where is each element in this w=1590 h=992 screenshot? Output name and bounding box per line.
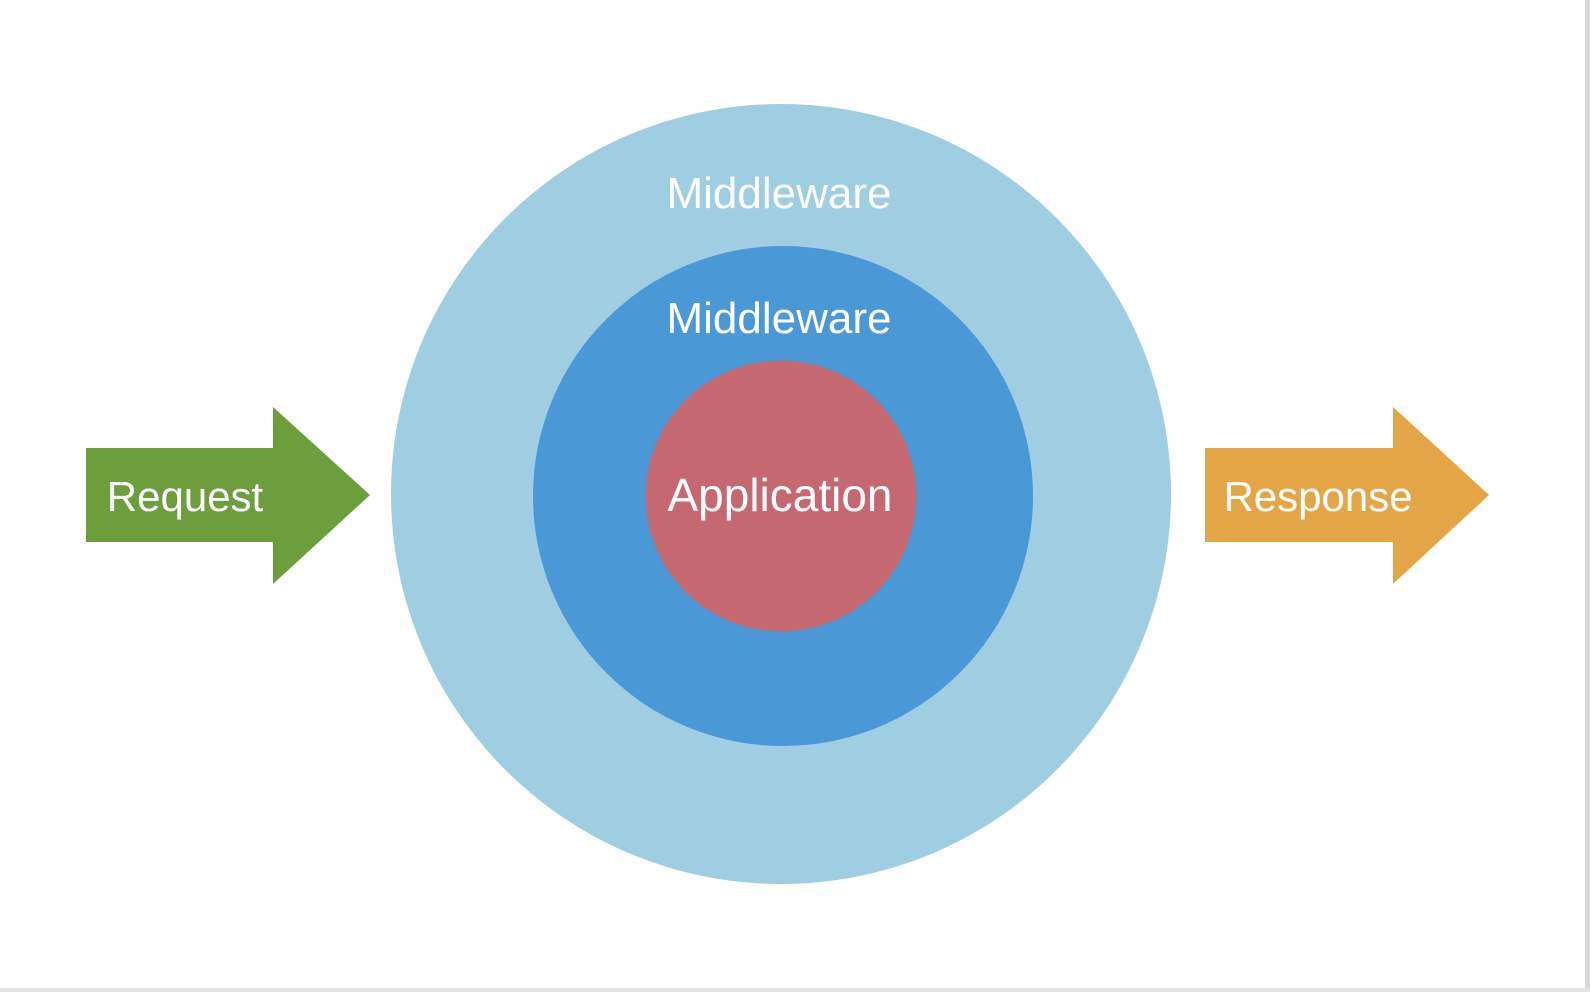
response-label: Response xyxy=(1223,473,1412,520)
outer-middleware-label: Middleware xyxy=(667,169,892,218)
response-arrow xyxy=(1205,407,1489,584)
frame-right-edge xyxy=(1585,0,1590,992)
application-core xyxy=(644,359,918,633)
inner-middleware-label: Middleware xyxy=(667,294,892,343)
request-label: Request xyxy=(107,473,264,520)
frame-bottom-edge xyxy=(0,988,1590,992)
request-arrow xyxy=(86,407,370,584)
application-label: Application xyxy=(667,469,892,521)
